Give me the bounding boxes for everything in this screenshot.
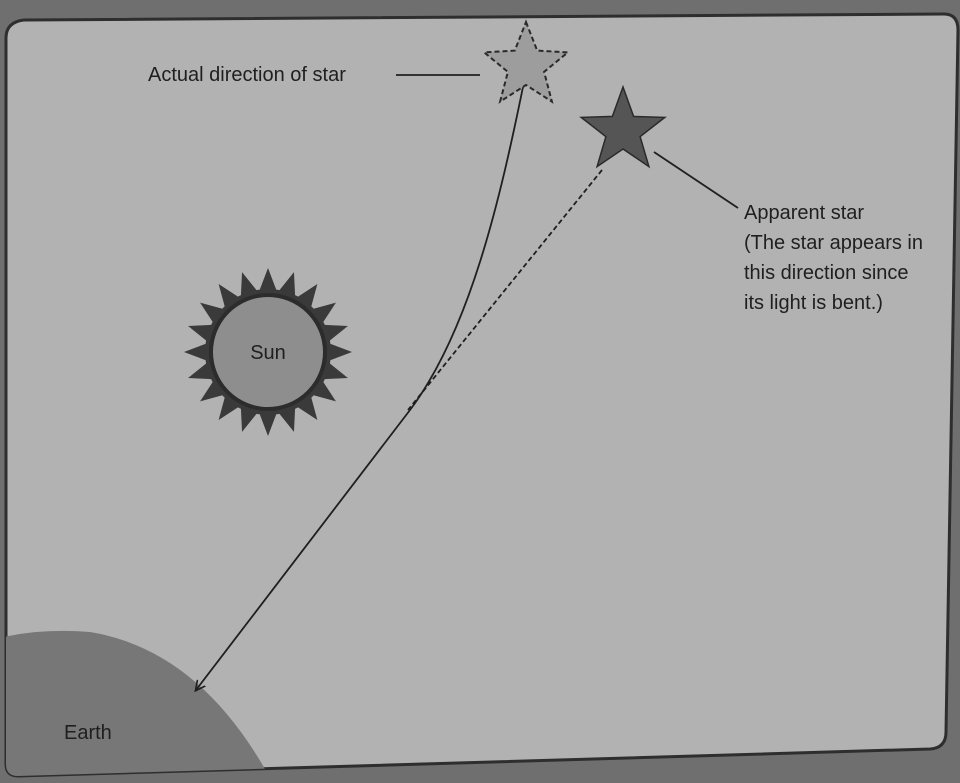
apparent-star-note-line-2: this direction since [744,259,909,288]
apparent-star-note-line-3: its light is bent.) [744,289,883,318]
actual-direction-label: Actual direction of star [148,61,346,90]
apparent-star-note-line-1: (The star appears in [744,229,923,258]
apparent-star-label: Apparent star [744,199,864,228]
sun-label: Sun [250,342,286,364]
earth-label: Earth [64,719,112,748]
